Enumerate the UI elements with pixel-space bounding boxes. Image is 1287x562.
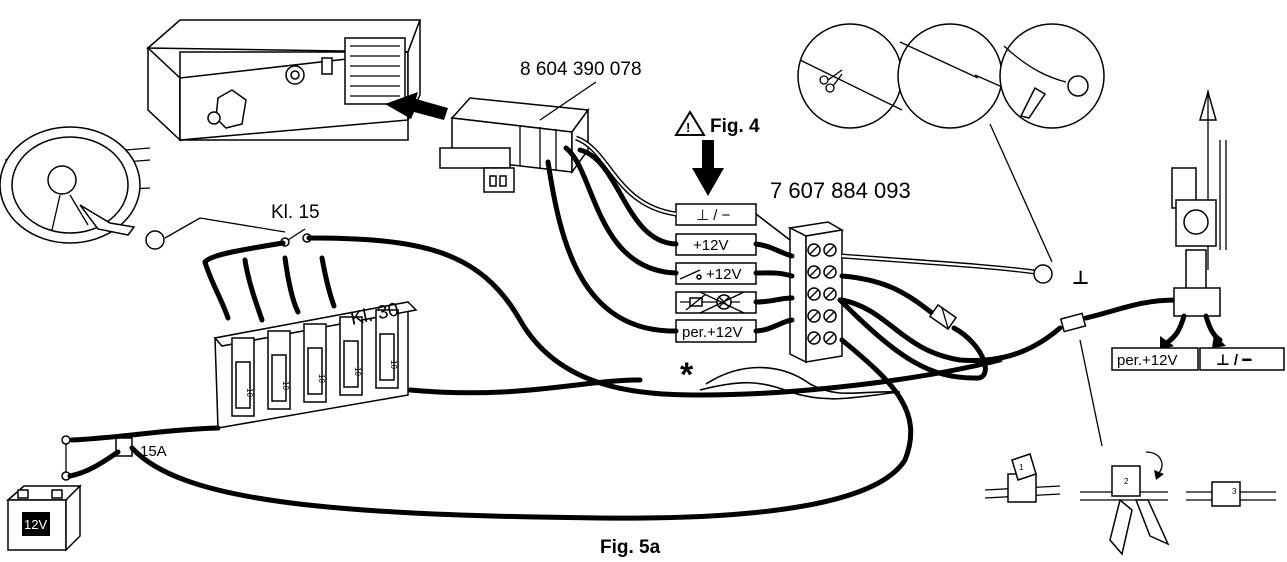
fuse-rating: 15A bbox=[140, 443, 167, 460]
svg-text:per.+12V: per.+12V bbox=[682, 324, 742, 341]
svg-text:⊥ / ━: ⊥ / ━ bbox=[1216, 352, 1252, 369]
svg-text:+12V: +12V bbox=[693, 237, 728, 254]
dashboard-steering-wheel bbox=[0, 126, 165, 250]
svg-text:per.+12V: per.+12V bbox=[1117, 352, 1177, 369]
antenna-label-ground: ⊥ / ━ bbox=[1199, 347, 1285, 371]
terminal-block-part-number: 7 607 884 093 bbox=[770, 178, 911, 203]
fuse-slot: 10 bbox=[375, 309, 399, 389]
wires bbox=[67, 135, 1179, 521]
arrow-left-icon bbox=[385, 92, 448, 120]
warning-fig-reference: Fig. 4 bbox=[710, 116, 760, 137]
fuse-slot: 10 bbox=[303, 323, 327, 403]
power-antenna bbox=[1171, 89, 1227, 317]
fuse-slot: 10 bbox=[267, 330, 291, 410]
fuse-slot: 10 bbox=[231, 337, 255, 417]
ground-icon: ⊥ bbox=[1072, 268, 1089, 289]
svg-text:!: ! bbox=[686, 120, 690, 135]
crimp-step-2: 2 bbox=[1080, 451, 1170, 556]
battery: 12V bbox=[6, 484, 82, 552]
wire-plug bbox=[928, 303, 958, 331]
radio-unit bbox=[146, 19, 422, 142]
antenna-plug bbox=[1059, 312, 1087, 333]
fuse-value: 10 bbox=[245, 388, 254, 397]
svg-text:3: 3 bbox=[1232, 487, 1237, 496]
terminal-label-0: ⊥ / − bbox=[675, 203, 757, 226]
antenna-label-permanent: per.+12V bbox=[1111, 347, 1199, 371]
terminal-label-4: per.+12V bbox=[675, 319, 757, 343]
switch-icon bbox=[679, 269, 702, 280]
connector-part-number: 8 604 390 078 bbox=[520, 59, 642, 80]
connector-leader bbox=[539, 81, 597, 121]
svg-text:1: 1 bbox=[1019, 463, 1024, 472]
prep-step-circles bbox=[797, 23, 1105, 129]
svg-text:+12V: +12V bbox=[706, 266, 741, 283]
arrow-down-icon bbox=[692, 140, 724, 196]
asterisk-note: * bbox=[680, 356, 694, 394]
battery-voltage: 12V bbox=[24, 517, 47, 532]
svg-text:⊥ / −: ⊥ / − bbox=[696, 207, 731, 224]
terminal-block bbox=[787, 221, 845, 364]
warning-triangle-icon: ! bbox=[674, 110, 706, 136]
scissors-icon bbox=[819, 69, 843, 93]
fuse-slot: 10 bbox=[339, 316, 363, 396]
terminal-label-3 bbox=[675, 291, 757, 314]
terminal-label-2: +12V bbox=[675, 262, 757, 285]
svg-text:2: 2 bbox=[1124, 477, 1129, 486]
crimp-step-3: 3 bbox=[1186, 481, 1276, 507]
iso-connector bbox=[439, 97, 590, 193]
fuse-value: 10 bbox=[281, 381, 290, 390]
switch-icon bbox=[280, 228, 312, 247]
fuse-value: 10 bbox=[353, 367, 362, 376]
ignition-terminal-label: Kl. 15 bbox=[271, 202, 320, 223]
terminal-label-1: +12V bbox=[675, 233, 757, 256]
fuse-panel: 10 10 10 10 10 bbox=[213, 301, 418, 429]
crimp-step-1: 1 bbox=[984, 453, 1061, 503]
fuse-value: 10 bbox=[317, 374, 326, 383]
fuse-value: 10 bbox=[389, 360, 398, 369]
figure-caption: Fig. 5a bbox=[600, 537, 661, 558]
